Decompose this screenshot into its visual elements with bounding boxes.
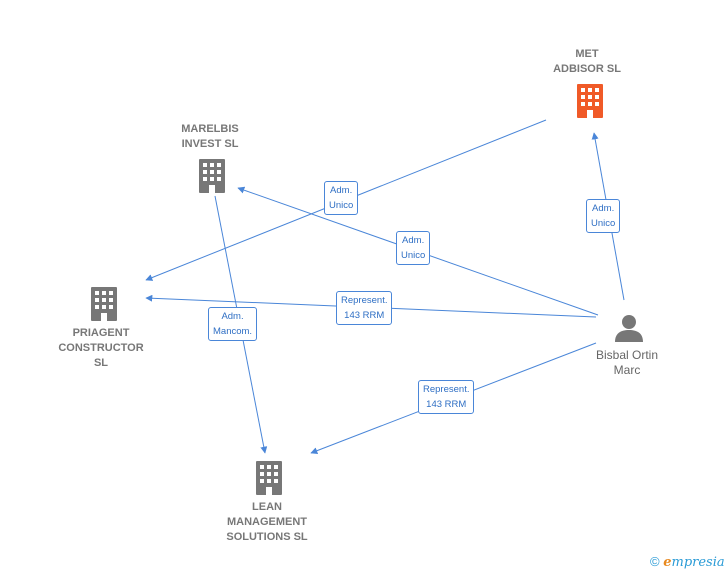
- node-label-priagent[interactable]: PRIAGENT CONSTRUCTOR SL: [58, 327, 144, 369]
- building-icon[interactable]: [195, 157, 229, 195]
- building-icon[interactable]: [87, 285, 121, 323]
- node-label-marelbis[interactable]: MARELBIS INVEST SL: [181, 123, 239, 150]
- empresia-logo: © empresia: [650, 554, 725, 570]
- building-icon[interactable]: [252, 459, 286, 497]
- edge-label-e6: Adm. Mancom.: [208, 307, 258, 341]
- logo-e: e: [663, 555, 672, 570]
- edge-label-e1: Adm. Unico: [324, 181, 359, 215]
- logo-text: mpresia: [671, 555, 725, 570]
- person-icon[interactable]: [613, 312, 645, 344]
- building-icon[interactable]: [573, 82, 607, 120]
- copyright-symbol: ©: [650, 554, 660, 569]
- node-label-person[interactable]: Bisbal Ortin Marc: [595, 348, 659, 377]
- edge-label-e5: Represent. 143 RRM: [418, 380, 475, 414]
- edge-label-e4: Represent. 143 RRM: [336, 291, 393, 325]
- node-label-lean[interactable]: LEAN MANAGEMENT SOLUTIONS SL: [226, 501, 308, 543]
- edge-label-e2: Adm. Unico: [396, 231, 431, 265]
- node-label-met[interactable]: MET ADBISOR SL: [553, 48, 621, 75]
- edge-label-e3: Adm. Unico: [586, 199, 621, 233]
